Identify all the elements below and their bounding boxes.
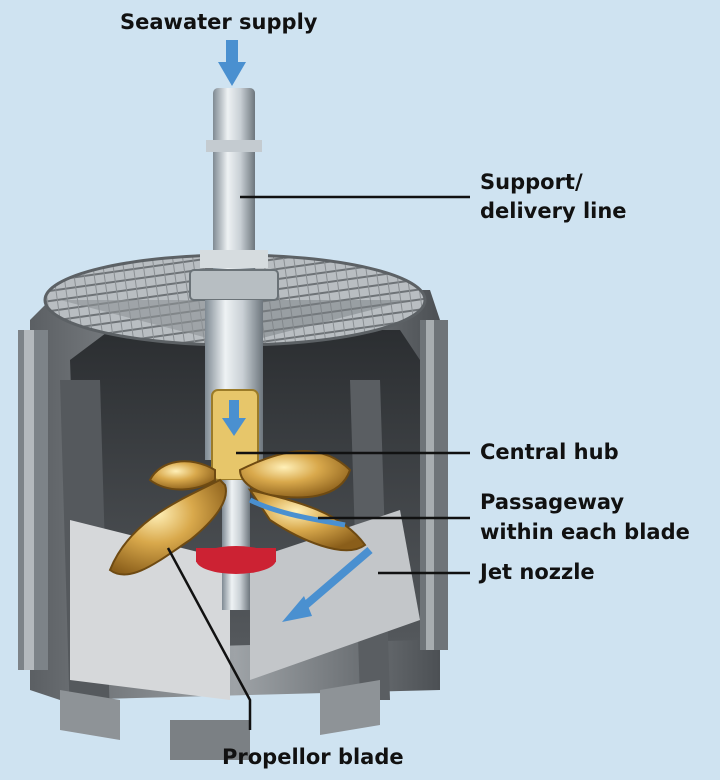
label-propellor-blade: Propellor blade <box>222 745 404 769</box>
propellor-blades <box>108 450 367 576</box>
hub-flow-arrow-icon <box>222 400 246 436</box>
flow-arrows <box>218 40 373 622</box>
label-jet-nozzle: Jet nozzle <box>480 560 595 584</box>
label-support-delivery-line-2: delivery line <box>480 199 627 223</box>
seawater-inflow-arrow-icon <box>218 40 246 86</box>
label-seawater-supply: Seawater supply <box>120 10 318 34</box>
jet-outflow-arrow-icon <box>282 546 373 622</box>
central-hub <box>196 389 276 610</box>
label-central-hub: Central hub <box>480 440 619 464</box>
leader-propellor-blade <box>166 547 252 730</box>
thruster-housing <box>18 290 448 760</box>
label-passageway-1: Passageway <box>480 490 625 514</box>
leader-lines <box>166 195 470 730</box>
label-support-delivery-line-1: Support/ <box>480 170 583 194</box>
label-passageway-2: within each blade <box>480 520 690 544</box>
